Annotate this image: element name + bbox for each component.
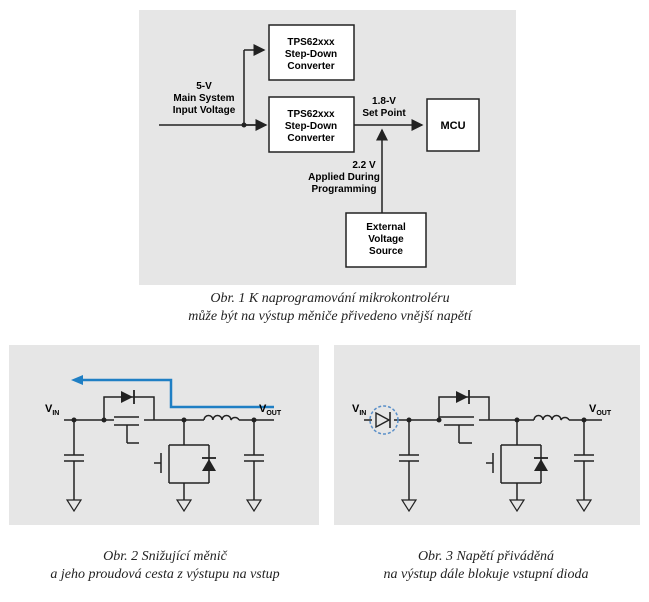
figure-3-caption: Obr. 3 Napětí přiváděná na výstup dále b… (328, 548, 644, 584)
top-converter-line-2: Step-Down (285, 49, 337, 60)
figure-3-schematic: VIN VOUT (352, 390, 612, 513)
ground-icon (65, 499, 83, 513)
figure-3-panel: VIN VOUT (334, 345, 640, 525)
vin-label: VIN (45, 403, 59, 417)
inductor (533, 414, 570, 421)
input-label-line-1: 5-V (196, 81, 212, 92)
external-source-box (345, 212, 427, 268)
programming-line-2: Applied During (308, 172, 380, 183)
junction-dot (406, 417, 412, 423)
figure-1-caption-line-2: může být na výstup měniče přivedeno vněj… (188, 309, 472, 324)
input-diode (375, 411, 391, 429)
junction-dot (251, 417, 257, 423)
mcu-label: MCU (440, 120, 465, 132)
figure-3-caption-line-1: Obr. 3 Napětí přiváděná (417, 549, 555, 564)
current-path-arrowhead (71, 375, 83, 385)
figure-2-panel: VIN VOUT (9, 345, 319, 525)
ls-diode (534, 459, 548, 471)
top-converter-line-3: Converter (287, 61, 334, 72)
vout-label: VOUT (589, 403, 612, 417)
set-point-line-1: 1.8-V (372, 96, 396, 107)
external-source-line-3: Source (369, 246, 403, 257)
figure-1-caption: Obr. 1 K naprogramování mikrokontroléru … (120, 290, 540, 326)
bottom-converter-line-2: Step-Down (285, 121, 337, 132)
junction-dot (436, 417, 442, 423)
ground-icon (508, 499, 526, 513)
bottom-converter-line-3: Converter (287, 133, 334, 144)
input-label-line-2: Main System (173, 93, 234, 104)
ground-icon (575, 499, 593, 513)
external-source-line-1: External (366, 222, 406, 233)
top-diode (121, 391, 133, 403)
set-point-line-2: Set Point (362, 108, 406, 119)
mcu-box (426, 98, 480, 152)
ground-icon (245, 499, 263, 513)
programming-line-1: 2.2 V (352, 160, 376, 171)
figure-2-schematic: VIN VOUT (45, 375, 282, 513)
junction-dot (514, 417, 520, 423)
figure-3-caption-line-2: na výstup dále blokuje vstupní dioda (383, 567, 589, 582)
input-diode-highlight (369, 405, 399, 435)
junction-dot (71, 417, 77, 423)
junction-dot (101, 417, 107, 423)
figure-2-caption: Obr. 2 Snižující měnič a jeho proudová c… (10, 548, 320, 584)
figure-2-caption-line-2: a jeho proudová cesta z výstupu na vstup (50, 567, 280, 582)
junction-dot (581, 417, 587, 423)
figure-1-panel: TPS62xxx Step-Down Converter TPS62xxx St… (139, 10, 516, 285)
figure-2-caption-line-1: Obr. 2 Snižující měnič (103, 549, 227, 564)
bottom-converter-line-1: TPS62xxx (287, 109, 335, 120)
external-source-line-2: Voltage (368, 234, 404, 245)
vin-label: VIN (352, 403, 366, 417)
programming-line-3: Programming (311, 184, 376, 195)
ground-icon (400, 499, 418, 513)
top-converter-line-1: TPS62xxx (287, 37, 335, 48)
ground-icon (175, 499, 193, 513)
junction-dot (181, 417, 187, 423)
vout-label: VOUT (259, 403, 282, 417)
figure-1-caption-line-1: Obr. 1 K naprogramování mikrokontroléru (210, 291, 450, 306)
inductor (203, 414, 240, 421)
junction-dot (241, 122, 247, 128)
figure-1-diagram: TPS62xxx Step-Down Converter TPS62xxx St… (159, 24, 480, 268)
bottom-converter-box (268, 96, 355, 153)
top-diode (456, 391, 468, 403)
input-label-line-3: Input Voltage (173, 105, 236, 116)
ls-diode (202, 459, 216, 471)
current-path-arrow (79, 378, 274, 409)
top-converter-box (268, 24, 355, 81)
